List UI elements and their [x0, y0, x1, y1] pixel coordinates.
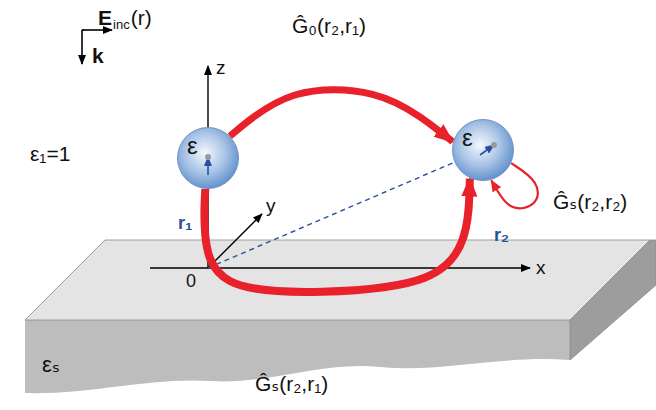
permittivity-label: ε [462, 125, 473, 151]
axis-label: y [266, 196, 276, 217]
green-function-label: Ĝₛ(r₂,r₂) [553, 190, 627, 213]
r2-vector [208, 150, 483, 268]
permittivity-label: ε [187, 133, 198, 159]
green-function-arrow [204, 179, 470, 292]
axis-label: (r) [131, 6, 152, 29]
sphere-outline [177, 127, 239, 189]
y-axis [208, 214, 262, 268]
axis-label: ε₁=1 [30, 142, 70, 165]
slab-side-face [570, 240, 656, 360]
axis-label: 0 [186, 272, 196, 292]
sphere-body [178, 128, 239, 189]
axis-label: r₁ [178, 214, 192, 234]
x-axis [150, 267, 530, 268]
axis-label: r₂ [494, 226, 509, 246]
sphere-outline [452, 119, 514, 181]
k-vector [81, 30, 83, 64]
sphere-body [453, 120, 514, 181]
slab-outline [20, 235, 656, 410]
dipole-dot [491, 142, 497, 148]
e-field-vector [82, 29, 112, 31]
green-function-label: Ĝ₀(r₂,r₁) [292, 14, 366, 37]
slab-top-face [25, 240, 650, 320]
axis-label: k [92, 44, 104, 67]
green-function-arrow [230, 90, 453, 142]
axis-label: z [216, 58, 226, 79]
substrate-slab: εₛ [20, 235, 656, 410]
substrate-permittivity: εₛ [42, 353, 60, 377]
dipole-dot [205, 154, 211, 160]
particle-sphere: ε [452, 119, 514, 181]
green-function-label: Ĝₛ(r₂,r₁) [255, 372, 328, 395]
particle-sphere: ε [177, 127, 239, 189]
axis-label: inc [113, 18, 130, 32]
axis-label: E [98, 6, 112, 29]
axis-label: x [536, 258, 546, 279]
